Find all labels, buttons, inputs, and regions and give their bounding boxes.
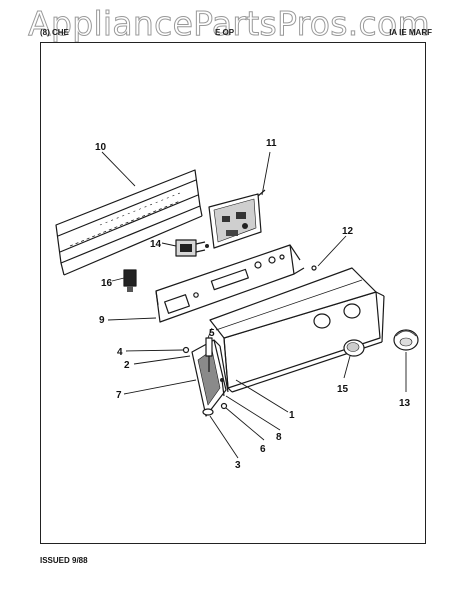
callout-15: 15: [337, 384, 349, 395]
callout-1: 1: [289, 410, 295, 421]
callout-11: 11: [266, 138, 277, 149]
part-backguard-panel: [55, 169, 203, 276]
part-small-switch: [123, 269, 137, 292]
part-clip: [202, 408, 214, 416]
part-screw-4: [182, 346, 190, 354]
callout-2: 2: [124, 360, 130, 371]
part-switch: [175, 239, 209, 257]
part-timer-board: [208, 189, 266, 249]
part-bracket: [205, 337, 213, 372]
part-screw-long: [220, 378, 225, 397]
callout-4: 4: [117, 347, 123, 358]
header-left-text: (8) CHE: [40, 28, 69, 37]
callout-3: 3: [235, 460, 241, 471]
callout-7: 7: [116, 390, 122, 401]
callout-9: 9: [99, 315, 105, 326]
callout-5: 5: [209, 328, 215, 339]
part-knob-small: [343, 339, 365, 357]
part-control-panel: [155, 244, 305, 323]
diagram-frame: [40, 42, 426, 544]
part-knob-large: [393, 329, 419, 351]
part-screw-short: [220, 402, 228, 410]
callout-10: 10: [95, 142, 107, 153]
callout-8: 8: [276, 432, 282, 443]
part-screw-12: [311, 265, 317, 271]
header-mid-text: E OP: [215, 28, 235, 37]
part-end-cap: [191, 339, 229, 417]
callout-labels: 10 11 14 16 9 12 4 2 7 5 1 8 6 3 15 13: [95, 138, 411, 471]
callout-16: 16: [101, 278, 113, 289]
issued-date: ISSUED 9/88: [40, 556, 88, 565]
leader-lines: [101, 151, 407, 459]
callout-14: 14: [150, 239, 162, 250]
callout-6: 6: [260, 444, 266, 455]
header-right-text: IA IE MARF: [389, 28, 432, 37]
callout-12: 12: [342, 226, 354, 237]
watermark-logo: AppliancePartsPros.com: [28, 4, 431, 44]
callout-13: 13: [399, 398, 411, 409]
